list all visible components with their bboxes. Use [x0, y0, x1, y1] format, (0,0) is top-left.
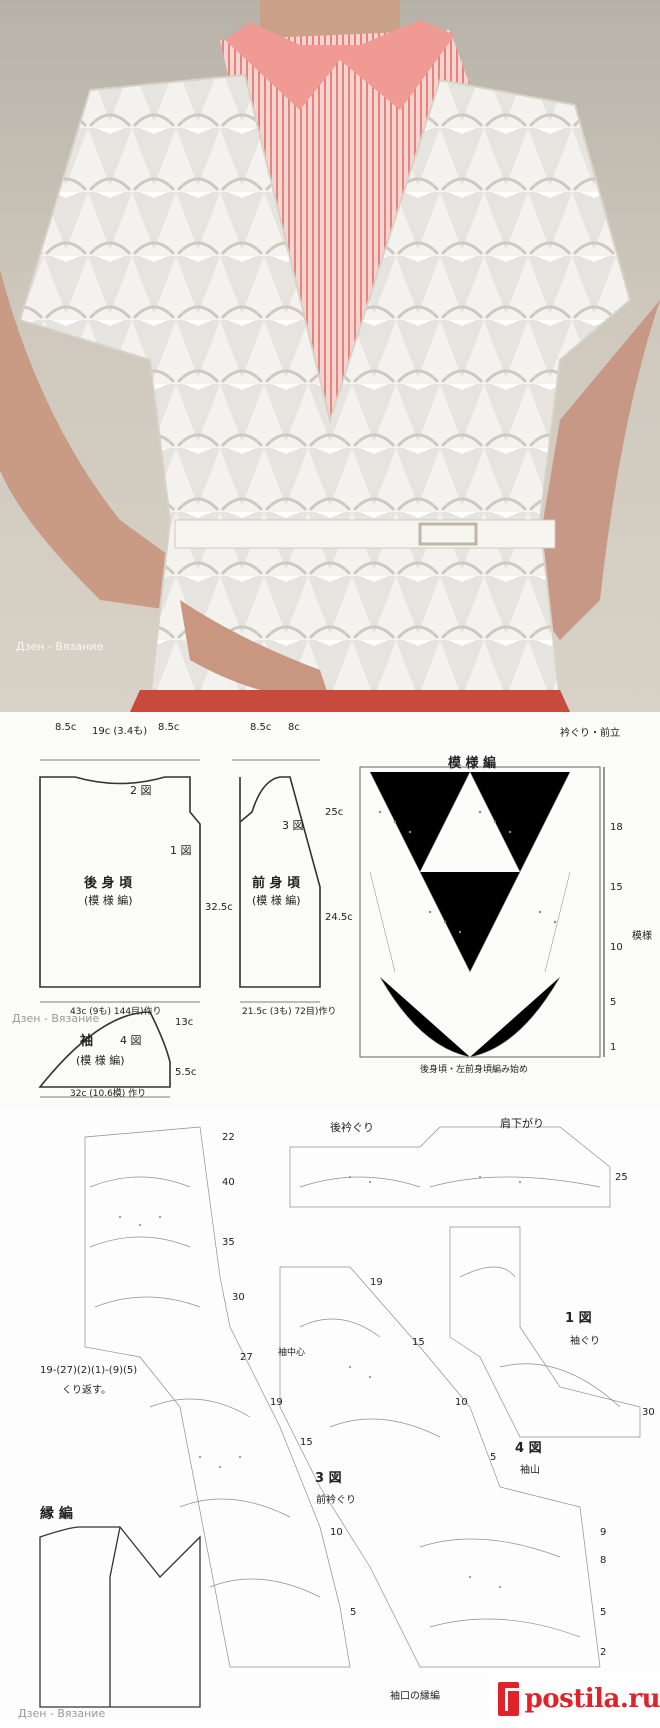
postila-logo-icon [498, 1682, 522, 1716]
row-mid-5: 5 [490, 1452, 497, 1463]
product-photo: Дзен - Вязание [0, 0, 660, 712]
left-repeat-note: 19-(27)(2)(1)-(9)(5) [40, 1365, 138, 1376]
side-back-dim: 32.5c [205, 902, 233, 913]
row-fig3-10: 10 [330, 1527, 343, 1538]
postila-logo-text: postila.ru [524, 1684, 660, 1714]
fig4-label: 4 図 [120, 1034, 142, 1047]
watermark: Дзен - Вязание [16, 640, 104, 653]
row-left-30: 30 [232, 1292, 245, 1303]
armhole-label: 袖ぐり [570, 1336, 600, 1347]
row-fig4-2: 2 [600, 1647, 607, 1658]
front-subtitle: (模 様 編) [252, 894, 301, 907]
watermark-3: Дзен - Вязание [18, 1707, 106, 1720]
stitch-diagrams-section: 後衿ぐり 肩下がり 1 図 袖ぐり 袖中心 3 図 前衿ぐり 4 図 袖山 縁 … [0, 1107, 660, 1724]
row-mark-15: 15 [610, 882, 623, 893]
back-title: 後 身 頃 [84, 876, 133, 891]
sleeve-bottom-dim: 32c (10.6模) 作り [70, 1089, 147, 1099]
row-fig3-15: 15 [300, 1437, 313, 1448]
fig2-label: 2 図 [130, 784, 152, 797]
row-fig3-5: 5 [350, 1607, 357, 1618]
row-mark-5: 5 [610, 997, 617, 1008]
side-front-dim: 24.5c [325, 912, 353, 923]
side-front-dim-2: 25c [325, 807, 344, 818]
sleeve-cap-label: 袖山 [520, 1465, 540, 1476]
row-left-27: 27 [240, 1352, 253, 1363]
chart-corner-label: 衿ぐり・前立 [560, 728, 620, 739]
crochet-top-illustration [0, 0, 660, 712]
row-mark-1: 1 [610, 1042, 617, 1053]
shoulder-label: 肩下がり [500, 1117, 544, 1130]
row-fig3-19: 19 [270, 1397, 283, 1408]
row-mid-19: 19 [370, 1277, 383, 1288]
row-left-35: 35 [222, 1237, 235, 1248]
sleeve-subtitle: (模 様 編) [76, 1054, 125, 1067]
edging-title: 縁 編 [40, 1506, 73, 1522]
sleeve-title: 袖 [80, 1034, 94, 1049]
dim-top-front-2: 8c [288, 722, 300, 733]
schematic-diagram [38, 759, 605, 1098]
back-subtitle: (模 様 編) [84, 894, 133, 907]
dim-top-back-3: 8.5c [158, 722, 180, 733]
chart-bottom-note: 後身頃・左前身頃編み始め [420, 1065, 529, 1075]
stitch-charts [39, 1126, 641, 1708]
dim-top-front-1: 8.5c [250, 722, 272, 733]
sleeve-height-dim: 13c [175, 1017, 194, 1028]
chart-title: 模 様 編 [448, 756, 497, 771]
row-mid-10: 10 [455, 1397, 468, 1408]
fig1-label: 1 図 [170, 844, 192, 857]
row-mid-15: 15 [412, 1337, 425, 1348]
fig1-diagram-label: 1 図 [565, 1311, 592, 1326]
row-fig4-9: 9 [600, 1527, 607, 1538]
row-mark-18: 18 [610, 822, 623, 833]
front-title: 前 身 頃 [252, 876, 301, 891]
row-left-40: 40 [222, 1177, 235, 1188]
left-repeat-note-2: くり返す。 [62, 1385, 111, 1396]
schematic-section: 8.5c 19c (3.4も) 8.5c 8.5c 8c 2 図 1 図 3 図… [0, 712, 660, 1107]
dim-top-back-2: 19c (3.4も) [92, 726, 148, 737]
row-mid-25: 25 [615, 1172, 628, 1183]
fig3-diagram-label: 3 図 [315, 1471, 342, 1486]
sleeve-edge-label: 袖口の縁編 [390, 1691, 440, 1702]
row-fig4-5: 5 [600, 1607, 607, 1618]
sleeve-side-dim: 5.5c [175, 1067, 197, 1078]
dim-top-back-1: 8.5c [55, 722, 77, 733]
back-neck-label: 後衿ぐり [330, 1121, 374, 1134]
front-bottom-dim: 21.5c (3も) 72目)作り [242, 1007, 337, 1017]
row-left-22: 22 [222, 1132, 235, 1143]
watermark-2: Дзен - Вязание [12, 1012, 100, 1025]
fig4-diagram-label: 4 図 [515, 1441, 542, 1456]
row-mark-10: 10 [610, 942, 623, 953]
row-fig4-8: 8 [600, 1555, 607, 1566]
row-fig3-30: 30 [642, 1407, 655, 1418]
fig3-label: 3 図 [282, 819, 304, 832]
pattern-vertical-label: 模様 [632, 931, 652, 942]
front-neck-label: 前衿ぐり [316, 1495, 356, 1506]
sleeve-center-label: 袖中心 [278, 1348, 306, 1358]
postila-badge[interactable]: postila.ru [490, 1674, 660, 1724]
back-bottom-dim: 43c (9も) 144目)作り [70, 1007, 162, 1017]
